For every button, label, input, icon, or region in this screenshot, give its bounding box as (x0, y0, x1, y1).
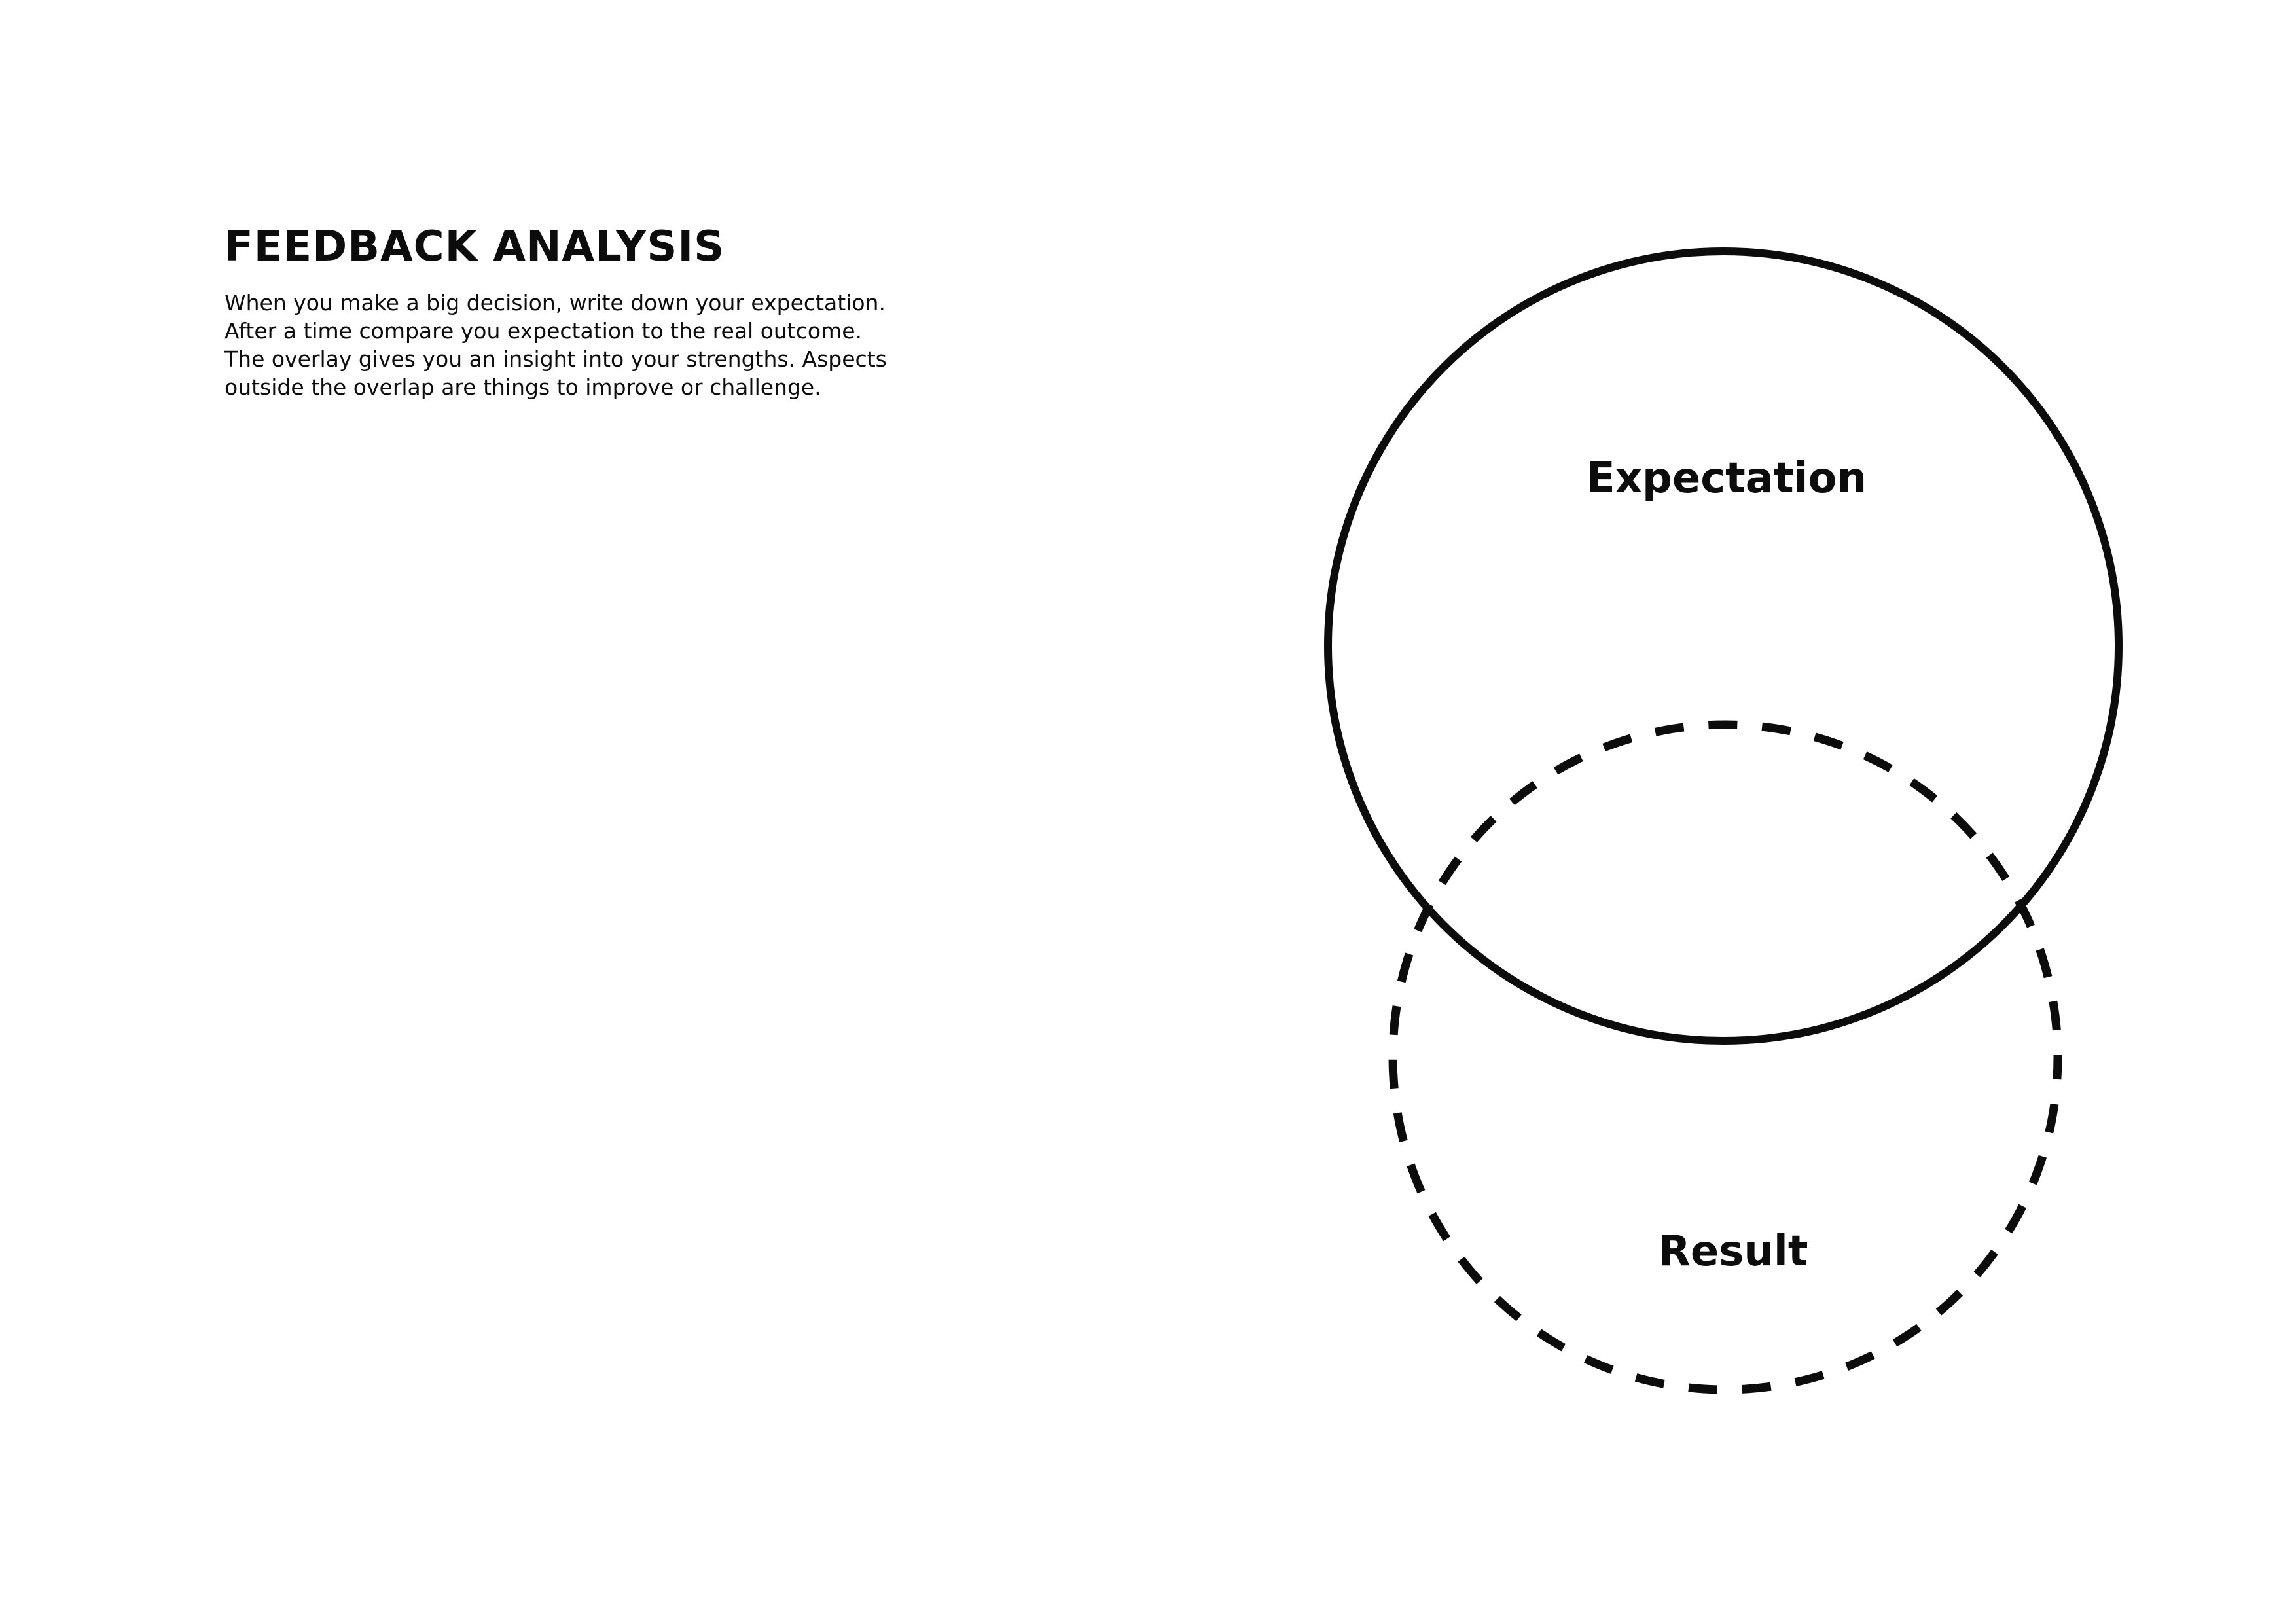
description: When you make a big decision, write down… (224, 289, 944, 401)
description-line: outside the overlap are things to improv… (224, 374, 821, 400)
expectation-label: Expectation (1587, 454, 1867, 503)
description-line: When you make a big decision, write down… (224, 290, 886, 316)
expectation-circle (1324, 247, 2123, 1045)
intro-section: FEEDBACK ANALYSIS When you make a big de… (224, 226, 944, 401)
page-title: FEEDBACK ANALYSIS (224, 223, 725, 271)
result-label: Result (1659, 1227, 1808, 1276)
description-line: The overlay gives you an insight into yo… (224, 346, 887, 372)
description-line: After a time compare you expectation to … (224, 318, 863, 344)
result-circle (1388, 720, 2062, 1394)
